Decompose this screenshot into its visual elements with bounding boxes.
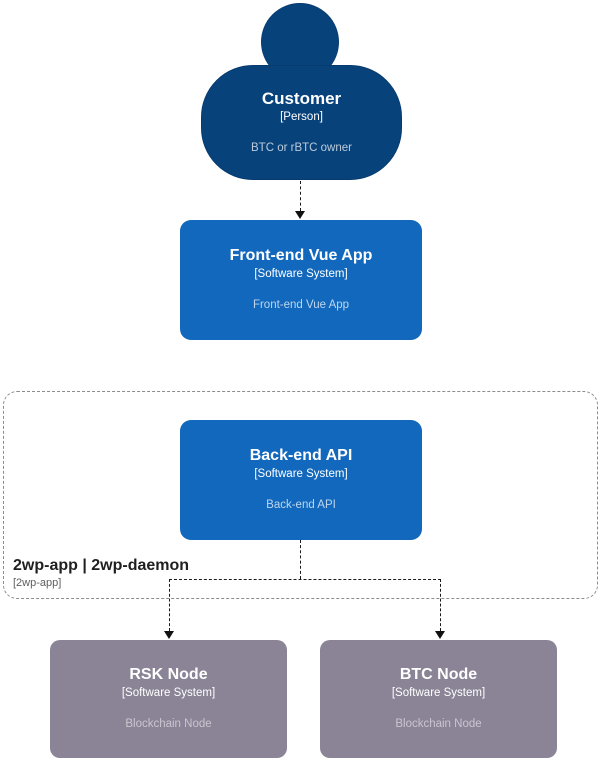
arrowhead-down-icon	[435, 631, 445, 639]
node-title: Front-end Vue App	[229, 247, 373, 264]
node-title: Customer	[261, 88, 342, 108]
boundary-label: 2wp-app | 2wp-daemon [2wp-app]	[13, 557, 189, 589]
arrowhead-down-icon	[295, 211, 305, 219]
node-type-label: [Software System]	[391, 687, 486, 700]
frontend-system-node[interactable]: Front-end Vue App [Software System] Fron…	[180, 220, 422, 340]
node-type-label: [Person]	[280, 111, 323, 124]
boundary-2wp-app[interactable]: 2wp-app | 2wp-daemon [2wp-app]	[3, 391, 598, 599]
rsk-node[interactable]: RSK Node [Software System] Blockchain No…	[50, 640, 287, 758]
edge-backend-btc	[440, 579, 441, 631]
node-type-label: [Software System]	[254, 268, 348, 281]
customer-person-node[interactable]: Customer [Person] BTC or rBTC owner	[201, 65, 402, 180]
edge-backend-branch	[169, 579, 441, 580]
node-title: Back-end API	[249, 447, 353, 464]
btc-node[interactable]: BTC Node [Software System] Blockchain No…	[320, 640, 557, 758]
node-title: BTC Node	[399, 666, 478, 683]
arrowhead-down-icon	[164, 631, 174, 639]
edge-customer-frontend	[300, 181, 301, 211]
boundary-title: 2wp-app | 2wp-daemon	[13, 557, 190, 575]
node-title: RSK Node	[129, 666, 208, 683]
edge-backend-rsk	[169, 579, 170, 631]
node-type-label: [Software System]	[121, 687, 216, 700]
edge-backend-stem	[300, 540, 301, 579]
node-description: BTC or rBTC owner	[251, 142, 352, 155]
node-type-label: [Software System]	[254, 468, 348, 481]
backend-system-node[interactable]: Back-end API [Software System] Back-end …	[180, 420, 422, 540]
boundary-type-label: [2wp-app]	[13, 577, 62, 589]
node-description: Blockchain Node	[395, 718, 482, 731]
node-description: Front-end Vue App	[252, 299, 350, 312]
node-description: Back-end API	[266, 499, 336, 512]
node-description: Blockchain Node	[125, 718, 212, 731]
